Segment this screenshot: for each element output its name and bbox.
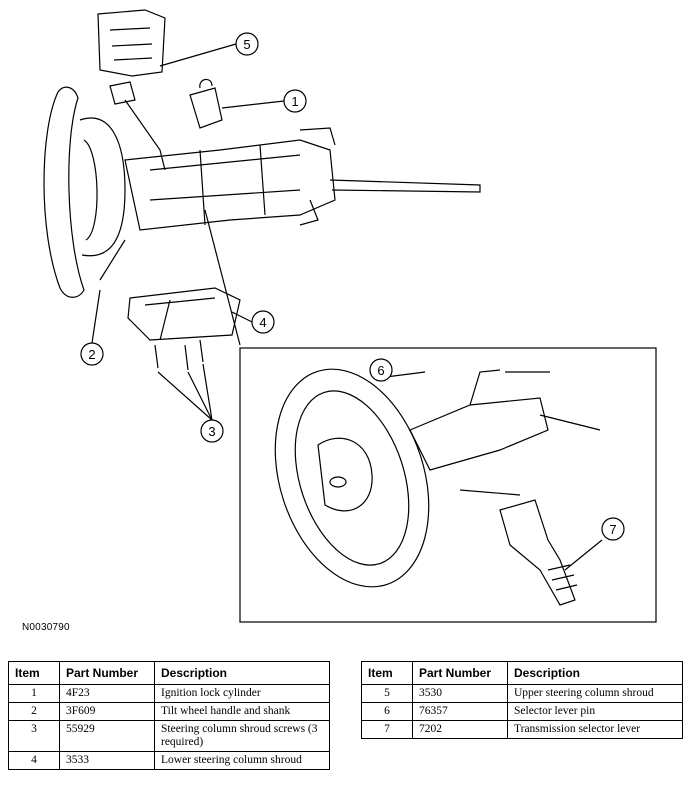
part-description: Steering column shroud screws (3 require… <box>154 720 330 752</box>
callout-2 <box>80 342 104 366</box>
col-item: Item <box>8 661 60 685</box>
callout-label-3: 3 <box>208 424 215 439</box>
item-number: 4 <box>8 751 60 770</box>
table-header-row: Item Part Number Description <box>361 661 683 685</box>
figure-id: N0030790 <box>22 622 70 633</box>
table-header-row: Item Part Number Description <box>8 661 330 685</box>
table-row: 4 3533 Lower steering column shroud <box>8 751 330 770</box>
callout-5 <box>235 32 259 56</box>
steering-wheel-hub <box>79 117 126 257</box>
item-number: 7 <box>361 720 413 739</box>
parts-table-left: Item Part Number Description 1 4F23 Igni… <box>8 661 330 770</box>
part-description: Tilt wheel handle and shank <box>154 702 330 721</box>
item-number: 5 <box>361 684 413 703</box>
exploded-diagram: 1 2 3 4 5 6 7 <box>43 9 657 623</box>
callout-label-1: 1 <box>291 94 298 109</box>
callout-6 <box>369 358 393 382</box>
steering-wheel-rim <box>43 86 85 298</box>
col-part-number: Part Number <box>59 661 155 685</box>
item-number: 1 <box>8 684 60 703</box>
part-description: Lower steering column shroud <box>154 751 330 770</box>
part-number: 76357 <box>412 702 508 721</box>
part-description: Transmission selector lever <box>507 720 683 739</box>
col-description: Description <box>507 661 683 685</box>
col-part-number: Part Number <box>412 661 508 685</box>
part-number: 55929 <box>59 720 155 752</box>
callout-label-5: 5 <box>243 37 250 52</box>
tilt-handle <box>109 81 136 105</box>
inset-column <box>409 397 549 471</box>
parts-table-right: Item Part Number Description 5 3530 Uppe… <box>361 661 683 739</box>
part-number: 3533 <box>59 751 155 770</box>
callout-label-4: 4 <box>259 315 266 330</box>
callout-label-7: 7 <box>609 522 616 537</box>
col-description: Description <box>154 661 330 685</box>
part-description: Upper steering column shroud <box>507 684 683 703</box>
part-number: 3F609 <box>59 702 155 721</box>
callout-3 <box>200 419 224 443</box>
callout-7 <box>601 517 625 541</box>
table-row: 1 4F23 Ignition lock cylinder <box>8 684 330 703</box>
item-number: 3 <box>8 720 60 752</box>
shroud-screws <box>154 339 204 371</box>
table-row: 3 55929 Steering column shroud screws (3… <box>8 720 330 752</box>
item-number: 6 <box>361 702 413 721</box>
table-row: 5 3530 Upper steering column shroud <box>361 684 683 703</box>
table-row: 7 7202 Transmission selector lever <box>361 720 683 739</box>
ignition-cylinder <box>189 87 223 129</box>
callout-4 <box>251 310 275 334</box>
part-description: Selector lever pin <box>507 702 683 721</box>
lower-shroud <box>127 287 241 341</box>
upper-shroud <box>97 9 166 77</box>
col-item: Item <box>361 661 413 685</box>
part-number: 4F23 <box>59 684 155 703</box>
callout-1 <box>283 89 307 113</box>
item-number: 2 <box>8 702 60 721</box>
inset-steering-wheel <box>274 368 430 588</box>
part-description: Ignition lock cylinder <box>154 684 330 703</box>
callout-label-6: 6 <box>377 363 384 378</box>
table-row: 2 3F609 Tilt wheel handle and shank <box>8 702 330 721</box>
part-number: 3530 <box>412 684 508 703</box>
callout-label-2: 2 <box>88 347 95 362</box>
inset-selector-lever <box>499 499 576 606</box>
table-row: 6 76357 Selector lever pin <box>361 702 683 721</box>
inset-frame <box>239 347 657 623</box>
part-number: 7202 <box>412 720 508 739</box>
column-body <box>124 139 336 231</box>
column-shaft <box>329 179 481 193</box>
